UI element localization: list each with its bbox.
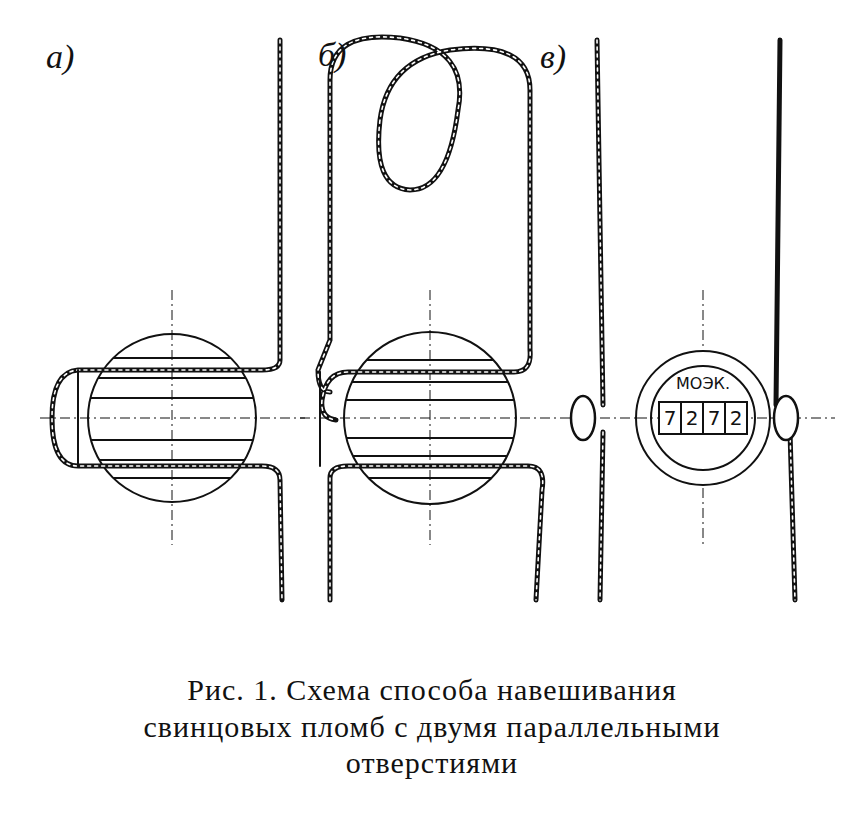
part-letter: в) xyxy=(540,40,566,74)
number-box: 2 xyxy=(680,401,704,435)
figure-caption: Рис. 1. Схема способа навешивания свинцо… xyxy=(112,672,752,782)
seal-body-b xyxy=(300,290,560,545)
seal-digit: 7 xyxy=(708,408,721,428)
number-box: 7 xyxy=(702,401,726,435)
number-box: 2 xyxy=(724,401,748,435)
part-letter: а) xyxy=(46,40,74,74)
seal-digit: 2 xyxy=(730,408,743,428)
number-box: 7 xyxy=(658,401,682,435)
part-letter: б) xyxy=(318,38,346,72)
twisted-wire xyxy=(52,37,798,600)
seal-digit: 7 xyxy=(664,408,677,428)
seal-inscription: МОЭК. xyxy=(676,376,730,392)
seal-disc: МОЭК.7272 xyxy=(635,350,771,486)
seal-body-a xyxy=(40,290,305,545)
seal-digit: 2 xyxy=(686,408,699,428)
